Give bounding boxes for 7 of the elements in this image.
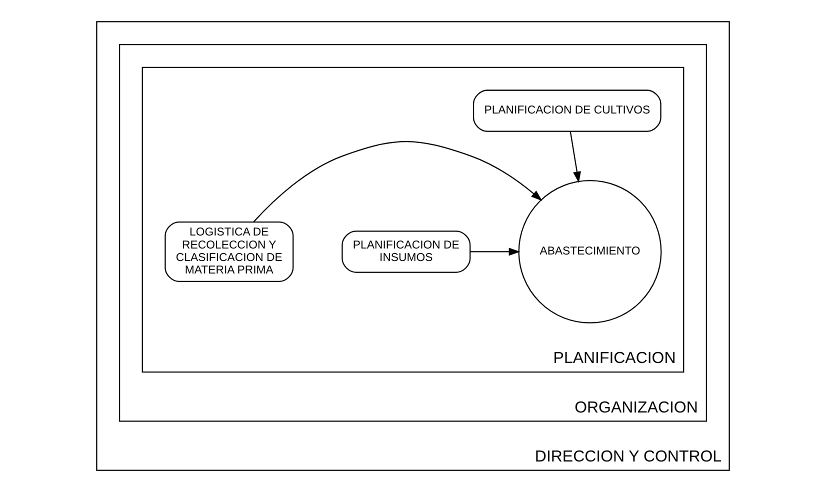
arrow: [569, 131, 580, 184]
node-circle: ABASTECIMIENTO: [518, 180, 662, 324]
node-box: LOGISTICA DE RECOLECCION Y CLASIFICACION DE MATERIA PRIMA: [164, 221, 294, 282]
arrow: [252, 140, 542, 222]
arrow: [470, 248, 520, 256]
node-box: PLANIFICACION DE CULTIVOS: [472, 90, 661, 132]
node-box: PLANIFICACION DE INSUMOS: [341, 230, 470, 273]
